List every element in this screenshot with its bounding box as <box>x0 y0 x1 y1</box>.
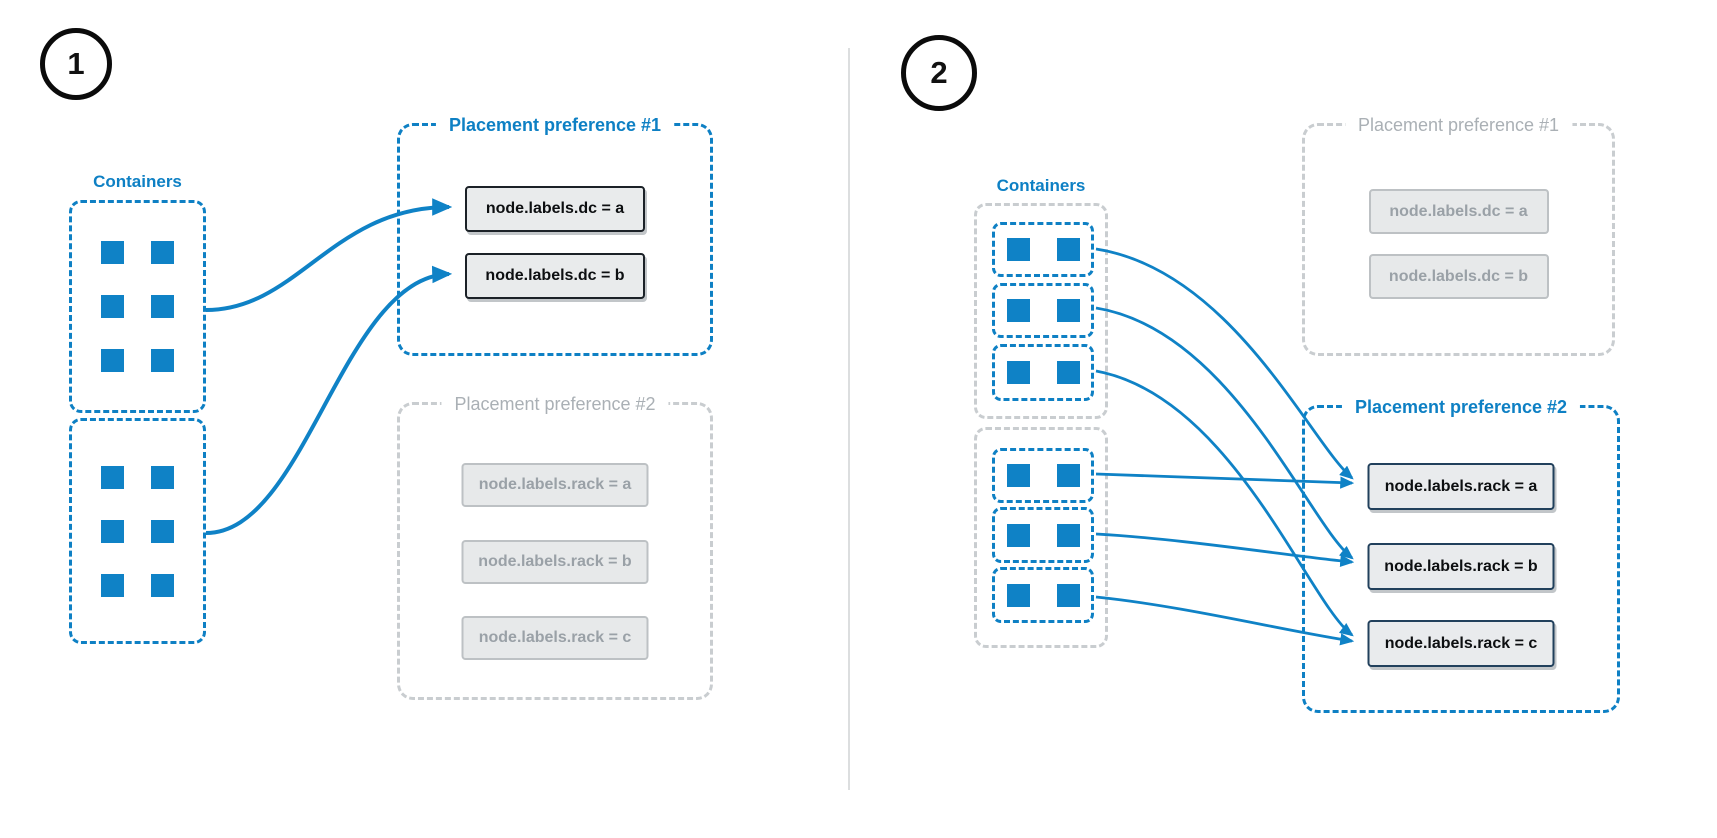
container-square <box>101 349 124 372</box>
container-square-grid <box>72 421 203 641</box>
container-square <box>101 573 124 597</box>
container-group <box>69 418 206 644</box>
container-subgroup <box>992 507 1094 563</box>
container-square <box>1006 238 1030 261</box>
container-subgroup <box>992 344 1094 401</box>
preference-title: Placement preference #1 <box>435 112 675 138</box>
container-subgroup <box>992 283 1094 338</box>
container-square <box>151 519 174 543</box>
placement-preference-1-box: Placement preference #1 node.labels.dc =… <box>397 112 713 356</box>
container-square <box>101 519 124 543</box>
constraint-box: node.labels.rack = c <box>461 616 649 660</box>
container-square <box>1056 361 1080 384</box>
container-square <box>1006 583 1030 607</box>
step-2-badge: 2 <box>901 35 977 111</box>
constraint-box: node.labels.rack = a <box>1367 463 1555 510</box>
container-subgroup <box>992 222 1094 277</box>
container-square <box>1006 299 1030 322</box>
container-square-grid <box>72 203 203 410</box>
container-square <box>151 465 174 489</box>
container-square <box>151 573 174 597</box>
step-1-badge: 1 <box>40 28 112 100</box>
constraint-box: node.labels.dc = a <box>465 186 645 232</box>
container-square <box>1006 464 1030 487</box>
container-square <box>1056 238 1080 261</box>
container-square <box>151 241 174 264</box>
container-square <box>101 465 124 489</box>
constraint-box: node.labels.dc = b <box>465 253 645 299</box>
container-square <box>101 241 124 264</box>
containers-label: Containers <box>93 172 182 191</box>
container-square <box>1056 523 1080 547</box>
container-group <box>69 200 206 413</box>
constraint-box: node.labels.rack = b <box>1367 543 1555 590</box>
container-square <box>1006 361 1030 384</box>
panel-divider <box>848 48 850 790</box>
container-square <box>1056 583 1080 607</box>
constraint-box: node.labels.dc = b <box>1368 254 1549 299</box>
preference-title: Placement preference #1 <box>1344 112 1573 138</box>
preference-title: Placement preference #2 <box>1341 394 1581 420</box>
container-square <box>1006 523 1030 547</box>
container-subgroup <box>992 448 1094 503</box>
constraint-box: node.labels.rack = a <box>461 463 649 507</box>
container-square <box>101 295 124 318</box>
container-square <box>1056 464 1080 487</box>
placement-preference-2-box: Placement preference #2 node.labels.rack… <box>397 391 713 700</box>
placement-preference-1-box: Placement preference #1 node.labels.dc =… <box>1302 112 1615 356</box>
container-square <box>151 295 174 318</box>
constraint-box: node.labels.dc = a <box>1368 189 1549 234</box>
containers-label: Containers <box>996 176 1086 195</box>
constraint-box: node.labels.rack = c <box>1367 620 1555 667</box>
container-square <box>151 349 174 372</box>
container-subgroup <box>992 567 1094 623</box>
constraint-box: node.labels.rack = b <box>461 540 649 584</box>
placement-preference-2-box: Placement preference #2 node.labels.rack… <box>1302 394 1620 713</box>
container-square <box>1056 299 1080 322</box>
preference-title: Placement preference #2 <box>441 391 669 417</box>
